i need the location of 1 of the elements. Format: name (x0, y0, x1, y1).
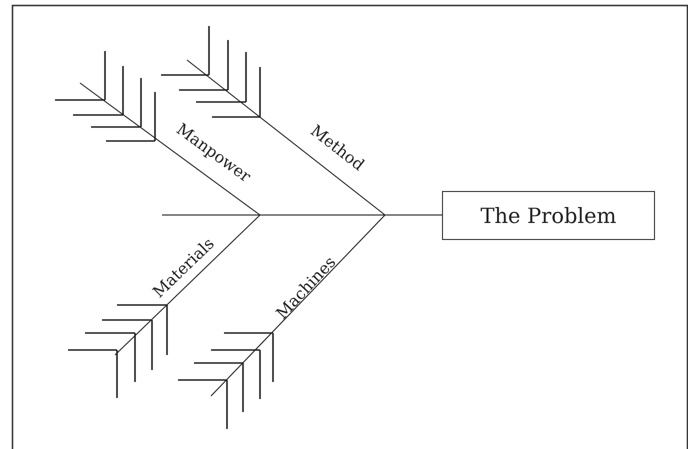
problem-box: The Problem (442, 191, 655, 240)
